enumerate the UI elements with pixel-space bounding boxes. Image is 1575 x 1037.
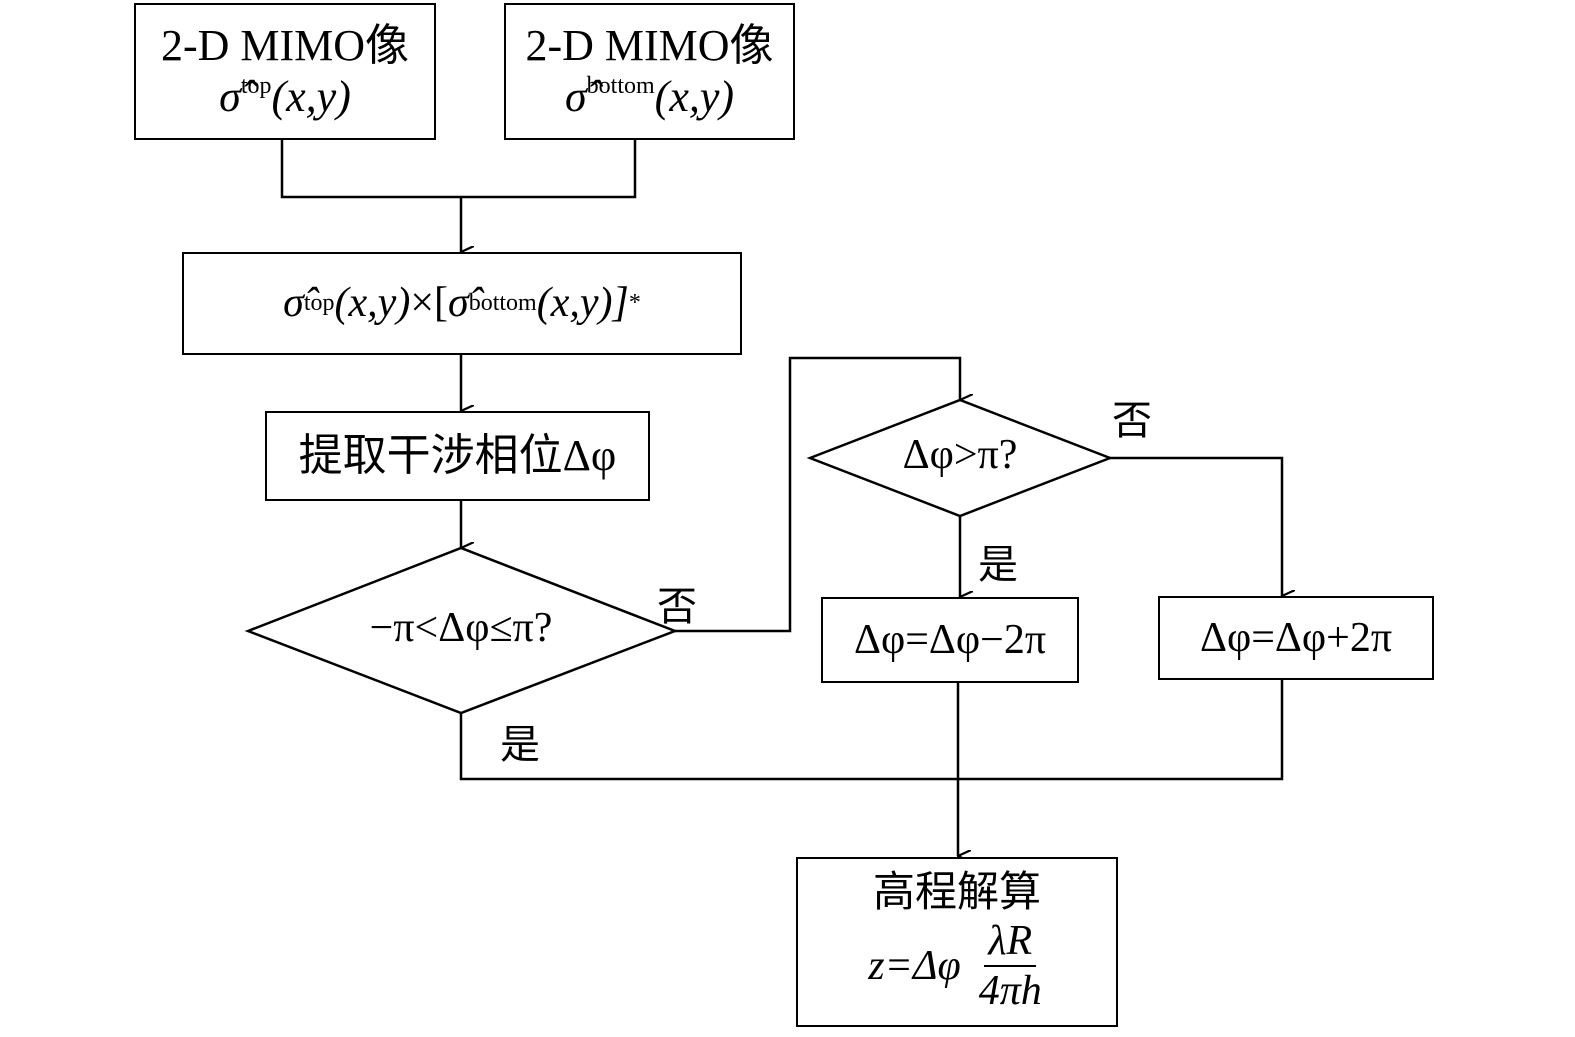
box-add-2pi: Δφ=Δφ+2π — [1158, 596, 1434, 680]
label-greater-yes: 是 — [978, 542, 1018, 587]
box-elevation-formula: z=Δφ λR 4πh — [868, 917, 1046, 1016]
label-greater-no: 否 — [1112, 398, 1152, 443]
box-elevation: 高程解算 z=Δφ λR 4πh — [796, 857, 1118, 1027]
box-image-top-formula: σ̂top(x,y) — [219, 71, 351, 121]
connector-images-merge — [280, 140, 637, 199]
box-elevation-title: 高程解算 — [872, 869, 1041, 916]
decision-greater-text: Δφ>π? — [902, 432, 1018, 478]
elevation-fraction: λR 4πh — [978, 917, 1042, 1015]
arrow-range-no — [675, 356, 960, 633]
box-image-top-title: 2-D MIMO像 — [160, 20, 410, 70]
arrow-greater-no — [1110, 456, 1282, 596]
box-image-top: 2-D MIMO像 σ̂top(x,y) — [134, 3, 436, 140]
box-image-bottom-title: 2-D MIMO像 — [525, 20, 774, 70]
box-subtract-2pi: Δφ=Δφ−2π — [821, 597, 1079, 683]
connector-range-yes — [459, 679, 1284, 781]
decision-greater-shape — [806, 398, 1114, 518]
label-range-yes: 是 — [500, 722, 540, 767]
box-extract-phase: 提取干涉相位Δφ — [265, 411, 650, 501]
box-multiply: σ̂top(x,y)×[σ̂bottom (x,y)]* — [182, 252, 742, 355]
box-image-bottom: 2-D MIMO像 σ̂bottom(x,y) — [504, 3, 795, 140]
label-range-no: 否 — [657, 584, 697, 629]
box-image-bottom-formula: σ̂bottom(x,y) — [564, 71, 735, 121]
decision-range-text: −π<Δφ≤π? — [369, 605, 553, 651]
decision-range-shape — [244, 546, 679, 715]
